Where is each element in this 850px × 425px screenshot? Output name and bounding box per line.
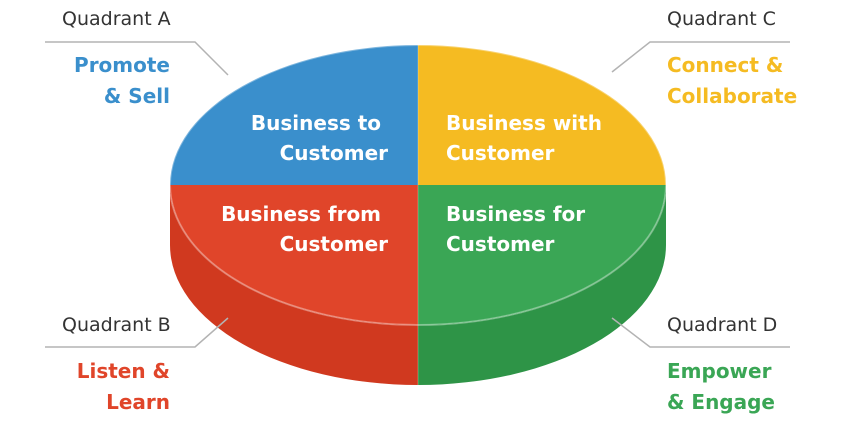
quadrant-a-name: Quadrant A (62, 8, 171, 30)
connector-b (45, 317, 229, 348)
connector-c (611, 41, 790, 73)
quadrant-c-tag: Connect &Collaborate (667, 53, 798, 108)
connector-d (611, 317, 790, 348)
side-wall-green (418, 185, 666, 385)
disc-rim (169, 44, 667, 326)
connector-a (45, 41, 229, 76)
plate-d: Business for Customer (446, 202, 592, 256)
quadrant-b-tag: Listen &Learn (76, 359, 170, 414)
plate-b: Business from Customer (221, 202, 388, 256)
quadrant-a-tag: Promote& Sell (74, 53, 170, 108)
quadrant-c-name: Quadrant C (667, 8, 776, 30)
quadrant-d-tag: Empower& Engage (667, 359, 775, 414)
plate-a: Business to Customer (251, 111, 388, 165)
quadrant-d-name: Quadrant D (667, 314, 778, 336)
quadrant-b-name: Quadrant B (62, 314, 171, 336)
plate-c: Business with Customer (446, 111, 609, 165)
side-wall-red (170, 185, 418, 385)
connector-lines (45, 41, 790, 348)
